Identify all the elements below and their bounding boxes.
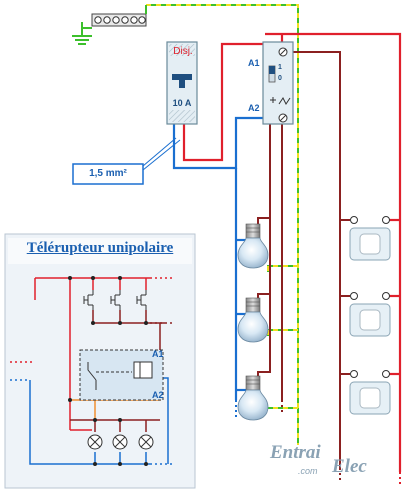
bulb-2 bbox=[237, 297, 269, 343]
pushbutton-3 bbox=[349, 370, 391, 415]
cable-section-label: 1,5 mm² bbox=[89, 168, 127, 179]
bulb-1 bbox=[237, 223, 269, 269]
inset-title: Télérupteur unipolaire bbox=[26, 240, 174, 256]
relay-position-off: 0 bbox=[278, 75, 282, 82]
logo-text-left: Entrai bbox=[270, 442, 321, 463]
inset-pushbutton-symbols bbox=[83, 290, 147, 310]
latching-relay bbox=[262, 41, 294, 125]
circuit-breaker bbox=[166, 41, 198, 125]
inset-lamp-symbols bbox=[87, 434, 154, 450]
cable-section-callout bbox=[72, 137, 181, 185]
inset-junction-dots bbox=[68, 276, 148, 466]
return-wire bbox=[257, 51, 350, 468]
relay-terminal-a1: A1 bbox=[248, 58, 260, 68]
relay-coil-symbol-icon bbox=[270, 97, 291, 105]
bulb-3 bbox=[237, 375, 269, 421]
logo-text-sub: .com bbox=[298, 466, 318, 476]
earth-wire-to-block bbox=[81, 22, 92, 29]
inset-relay-symbol bbox=[79, 349, 164, 401]
inset-wire-ends bbox=[10, 277, 172, 465]
site-logo: Entrai Elec .com bbox=[270, 438, 400, 492]
pushbutton-2 bbox=[349, 292, 391, 337]
phase-wire bbox=[182, 32, 402, 472]
inset-terminal-a1: A1 bbox=[152, 349, 164, 359]
earth-terminal-block bbox=[91, 13, 147, 27]
inset-terminal-a2: A2 bbox=[152, 390, 164, 400]
wire-continuation-dots bbox=[235, 400, 401, 486]
logo-text-right: Elec bbox=[332, 456, 367, 477]
relay-position-on: 1 bbox=[278, 64, 282, 71]
breaker-label: Disj. bbox=[173, 46, 193, 57]
breaker-rating: 10 A bbox=[172, 98, 192, 108]
relay-terminal-a2: A2 bbox=[248, 103, 260, 113]
pushbutton-1 bbox=[349, 216, 391, 261]
